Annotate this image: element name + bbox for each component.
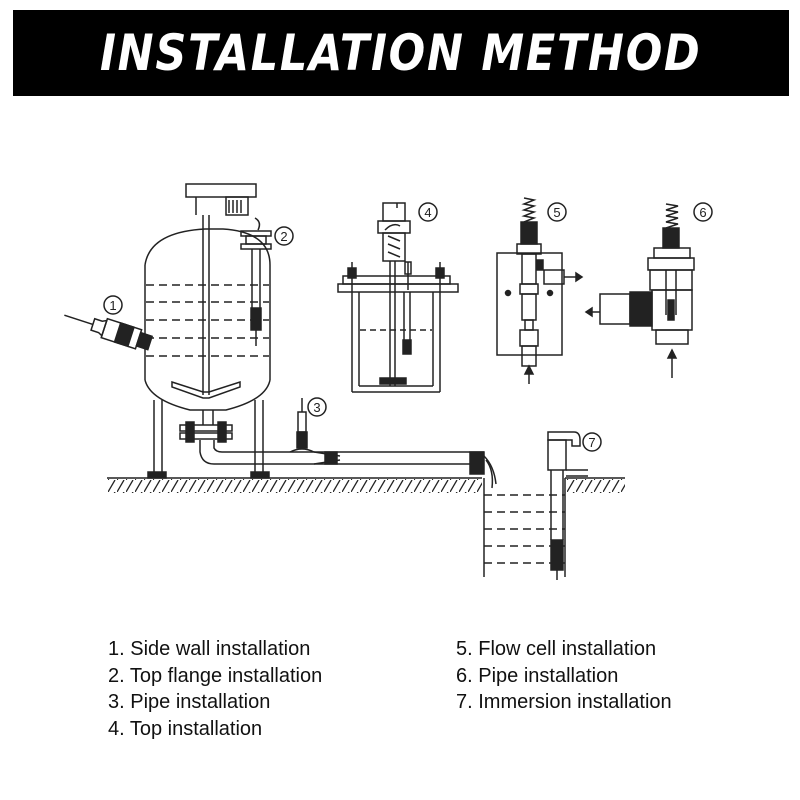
legend-right-column: 5. Flow cell installation 6. Pipe instal… <box>456 636 672 716</box>
immersion-sensor <box>547 431 588 580</box>
ground <box>107 477 625 493</box>
legend-left-column: 1. Side wall installation 2. Top flange … <box>108 636 322 742</box>
svg-text:1: 1 <box>109 298 116 313</box>
pipe-sensor <box>289 398 341 465</box>
svg-text:2: 2 <box>280 229 287 244</box>
side-wall-sensor <box>64 314 154 351</box>
top-installation-vessel <box>337 202 459 393</box>
title-banner: INSTALLATION METHOD <box>13 10 789 96</box>
top-flange-sensor <box>240 217 272 346</box>
legend-item-pipe: 3. Pipe installation <box>108 691 271 713</box>
legend-item-pipe-tee: 6. Pipe installation <box>456 664 619 687</box>
svg-text:7: 7 <box>588 435 595 450</box>
legend-item-side-wall: 1. Side wall installation <box>108 638 311 660</box>
svg-text:6: 6 <box>699 205 706 220</box>
callout-marker-4: 4 <box>418 202 438 222</box>
flow-cell-assembly <box>496 197 584 384</box>
callout-marker-1: 1 <box>103 295 123 315</box>
callout-marker-2: 2 <box>274 226 294 246</box>
callout-marker-3: 3 <box>307 397 327 417</box>
legend-item-flow-cell: 5. Flow cell installation <box>456 638 657 660</box>
svg-text:4: 4 <box>424 205 431 220</box>
svg-text:3: 3 <box>313 400 320 415</box>
callout-marker-7: 7 <box>582 432 602 452</box>
svg-text:5: 5 <box>553 205 560 220</box>
legend-item-immersion: 7. Immersion installation <box>456 691 672 713</box>
page-title: INSTALLATION METHOD <box>100 24 702 82</box>
pipe-tee-assembly <box>584 203 695 378</box>
callout-marker-5: 5 <box>547 202 567 222</box>
reactor-tank <box>144 183 271 479</box>
legend-item-top-flange: 2. Top flange installation <box>108 664 323 687</box>
outlet-pipe <box>199 440 497 489</box>
legend-item-top: 4. Top installation <box>108 717 263 740</box>
callout-marker-6: 6 <box>693 202 713 222</box>
